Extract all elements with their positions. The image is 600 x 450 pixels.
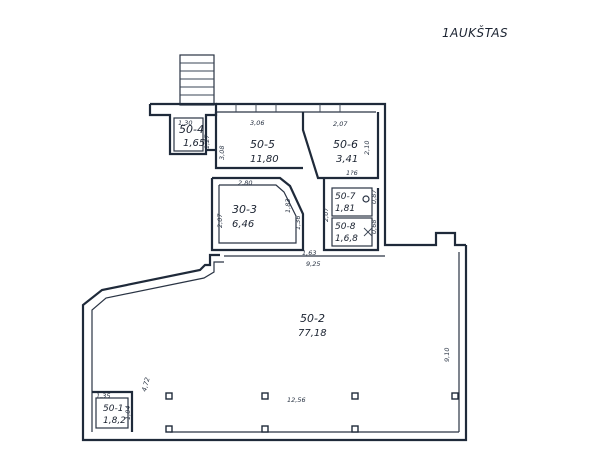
room-area: 1,6,8: [335, 234, 358, 244]
room-30-3-walls: [210, 176, 305, 252]
room-50-1-label: 50-1 1,8,2: [103, 404, 126, 426]
dimension-label: 0,87: [370, 189, 378, 204]
dimension-label: 3,06: [250, 119, 264, 127]
floor-title: 1AUKŠTAS: [442, 25, 508, 40]
room-area: 11,80: [250, 154, 279, 165]
dimension-label: 2,07: [333, 120, 348, 128]
room-50-7-8-walls: [322, 178, 380, 252]
room-50-8-label: 50-8 1,6,8: [335, 222, 358, 244]
dimension-label: 1,27: [203, 134, 211, 149]
dimension-label: 1,35: [96, 392, 110, 400]
dimension-labels: 1,30 1,27 3,06 3,08 2,07 2,10 1?6 2,80 2…: [96, 119, 451, 420]
dimension-label: 4,72: [140, 376, 151, 392]
room-50-6-walls: [301, 112, 380, 180]
dimension-label: 2,80: [238, 179, 252, 187]
windows-top: [235, 104, 341, 112]
room-id: 30-3: [232, 203, 257, 216]
room-50-5-label: 50-5 11,80: [250, 138, 279, 165]
room-50-4-label: 50-4 1,65: [179, 123, 205, 149]
room-id: 50-4: [179, 123, 204, 136]
dimension-label: 1?6: [346, 169, 358, 177]
entrance-stairs: [179, 54, 215, 106]
room-area: 1,81: [335, 204, 355, 214]
outer-walls: [81, 102, 468, 442]
toilet-icon: [362, 195, 370, 203]
room-area: 3,41: [336, 154, 358, 165]
room-50-2-label: 50-2 77,18: [298, 312, 327, 339]
columns: [165, 392, 459, 433]
room-50-7-label: 50-7 1,81: [335, 192, 356, 214]
dimension-label: 2,07: [216, 213, 224, 228]
room-id: 50-2: [300, 312, 325, 325]
room-area: 1,8,2: [103, 416, 126, 426]
dimension-label: 1,83: [284, 199, 292, 213]
dimension-label: 2,07: [322, 207, 330, 222]
room-50-1-walls: [92, 390, 134, 432]
room-id: 50-8: [335, 222, 356, 232]
room-id: 50-1: [103, 404, 123, 414]
room-id: 50-7: [335, 192, 356, 202]
dimension-label: 1,04: [124, 406, 132, 420]
dimension-label: 1,36: [294, 216, 302, 230]
room-id: 50-6: [333, 138, 358, 151]
dimension-label: 2,10: [363, 141, 371, 155]
room-id: 50-5: [250, 138, 275, 151]
room-50-6-label: 50-6 3,41: [333, 138, 358, 165]
dimension-label: 0,68: [370, 220, 378, 234]
dimension-label: 9,25: [306, 260, 320, 268]
room-area: 6,46: [232, 219, 254, 230]
room-area: 1,65: [183, 138, 205, 149]
dimension-label: 1,63: [302, 249, 316, 257]
dimension-label: 12,56: [287, 396, 306, 404]
room-50-4-walls: [173, 117, 204, 152]
dimension-label: 3,08: [218, 146, 226, 160]
dimension-label: 9,10: [443, 348, 451, 362]
room-50-5-walls: [206, 112, 303, 170]
room-area: 77,18: [298, 328, 327, 339]
room-30-3-label: 30-3 6,46: [232, 203, 257, 230]
dimension-label: 1,30: [178, 119, 192, 127]
